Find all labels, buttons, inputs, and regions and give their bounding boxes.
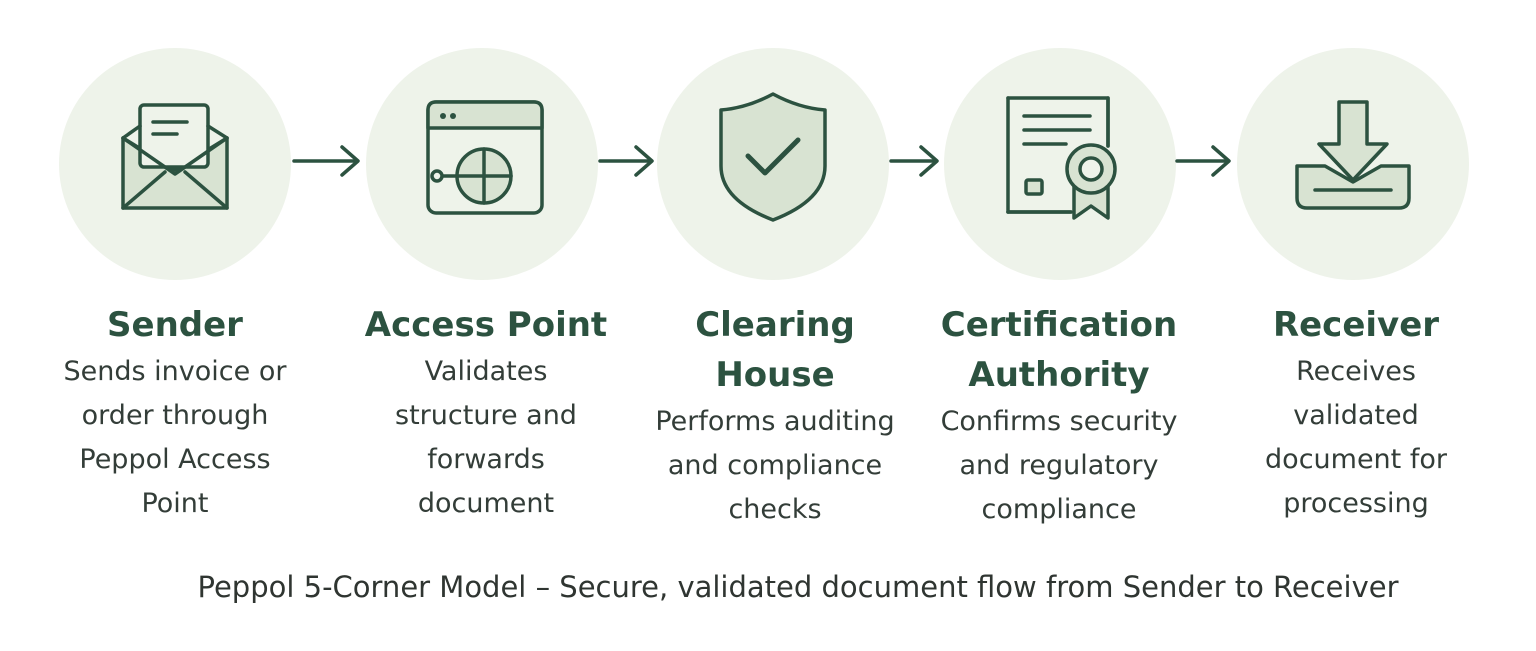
clearing-house-circle	[657, 48, 889, 280]
download-tray-icon	[1295, 100, 1411, 210]
step-description: Confirms security and regulatory complia…	[940, 406, 1178, 525]
step-sender: Sender Sends invoice or order through Pe…	[30, 300, 320, 526]
sender-circle	[59, 48, 291, 280]
step-title: Access Point	[364, 305, 608, 345]
arrow-right-icon	[889, 145, 939, 177]
step-clearing-house: Clearing House Performs auditing and com…	[630, 300, 920, 532]
certification-authority-circle	[944, 48, 1176, 280]
step-title: Clearing House	[695, 305, 855, 395]
step-description: Performs auditing and compliance checks	[655, 406, 895, 525]
step-title: Receiver	[1272, 305, 1440, 345]
receiver-circle	[1237, 48, 1469, 280]
step-description: Sends invoice or order through Peppol Ac…	[63, 356, 287, 519]
step-receiver: Receiver Receives validated document for…	[1211, 300, 1501, 526]
diagram-caption: Peppol 5-Corner Model – Secure, validate…	[197, 570, 1399, 604]
arrow-right-icon	[292, 145, 360, 177]
step-title: Certification Authority	[940, 305, 1178, 395]
envelope-icon	[121, 103, 229, 210]
step-description: Receives validated document for processi…	[1265, 356, 1447, 519]
shield-check-icon	[719, 92, 827, 222]
step-access-point: Access Point Validates structure and for…	[341, 300, 631, 526]
access-point-circle	[366, 48, 598, 280]
step-certification-authority: Certification Authority Confirms securit…	[914, 300, 1204, 532]
browser-network-icon	[426, 100, 544, 215]
certificate-icon	[1006, 96, 1117, 220]
step-title: Sender	[107, 305, 243, 345]
arrow-right-icon	[598, 145, 654, 177]
arrow-right-icon	[1175, 145, 1231, 177]
step-description: Validates structure and forwards documen…	[395, 356, 577, 519]
